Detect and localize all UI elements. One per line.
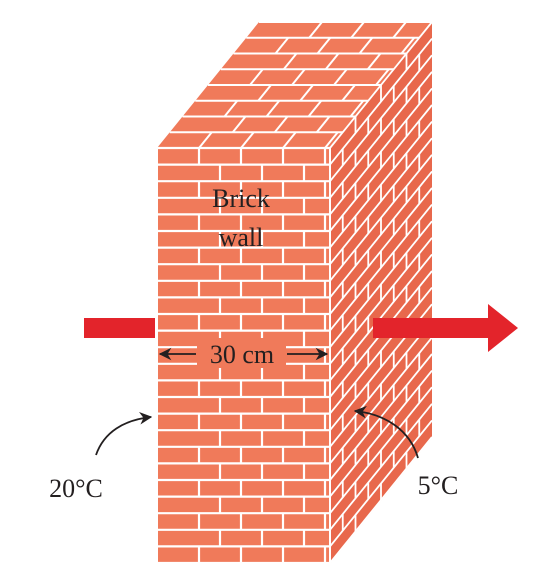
mortar-joint xyxy=(249,68,264,86)
brick-wall xyxy=(156,21,433,565)
mortar-joint xyxy=(349,100,365,118)
mortar-joint xyxy=(257,84,272,102)
mortar-joint xyxy=(324,131,339,149)
mortar-joint xyxy=(392,21,407,39)
front-face-outline xyxy=(156,147,331,565)
thickness-dimension: 30 cm xyxy=(158,338,329,369)
mortar-joint xyxy=(274,37,290,55)
mortar-joint xyxy=(273,115,289,133)
mortar-course xyxy=(329,38,433,166)
outside-temperature-pointer xyxy=(353,405,419,459)
heat-flow-in-arrow xyxy=(84,318,155,338)
mortar-joint xyxy=(375,68,390,86)
mortar-joint xyxy=(198,131,213,149)
heat-flow-out-arrow xyxy=(373,304,518,352)
mortar-joint xyxy=(324,52,340,70)
mortar-joint xyxy=(307,100,323,118)
mortar-joint xyxy=(366,52,382,70)
inside-temperature-pointer xyxy=(95,411,153,456)
mortar-joint xyxy=(358,37,374,55)
mortar-joint xyxy=(282,52,298,70)
mortar-joint xyxy=(341,84,356,102)
mortar-joint xyxy=(265,100,281,118)
mortar-course xyxy=(329,137,433,265)
inside-temperature-label: 20°C xyxy=(49,474,103,503)
mortar-joint xyxy=(240,131,255,149)
dimension-label-bg xyxy=(197,338,286,368)
mortar-joint xyxy=(400,37,416,55)
outside-temperature-label: 5°C xyxy=(418,471,459,500)
mortar-joint xyxy=(291,68,306,86)
mortar-joint xyxy=(350,21,365,39)
mortar-joint xyxy=(308,21,323,39)
mortar-joint xyxy=(223,100,239,118)
mortar-joint xyxy=(315,115,331,133)
thickness-label: 30 cm xyxy=(210,340,274,369)
wall-top-bricks xyxy=(157,21,432,149)
mortar-joint xyxy=(299,84,314,102)
mortar-joint xyxy=(333,68,348,86)
wall-label-line1: Brick xyxy=(212,184,270,213)
mortar-course xyxy=(329,154,433,282)
mortar-joint xyxy=(231,115,247,133)
wall-label-line2: wall xyxy=(219,223,264,252)
mortar-joint xyxy=(316,37,332,55)
mortar-joint xyxy=(282,131,297,149)
